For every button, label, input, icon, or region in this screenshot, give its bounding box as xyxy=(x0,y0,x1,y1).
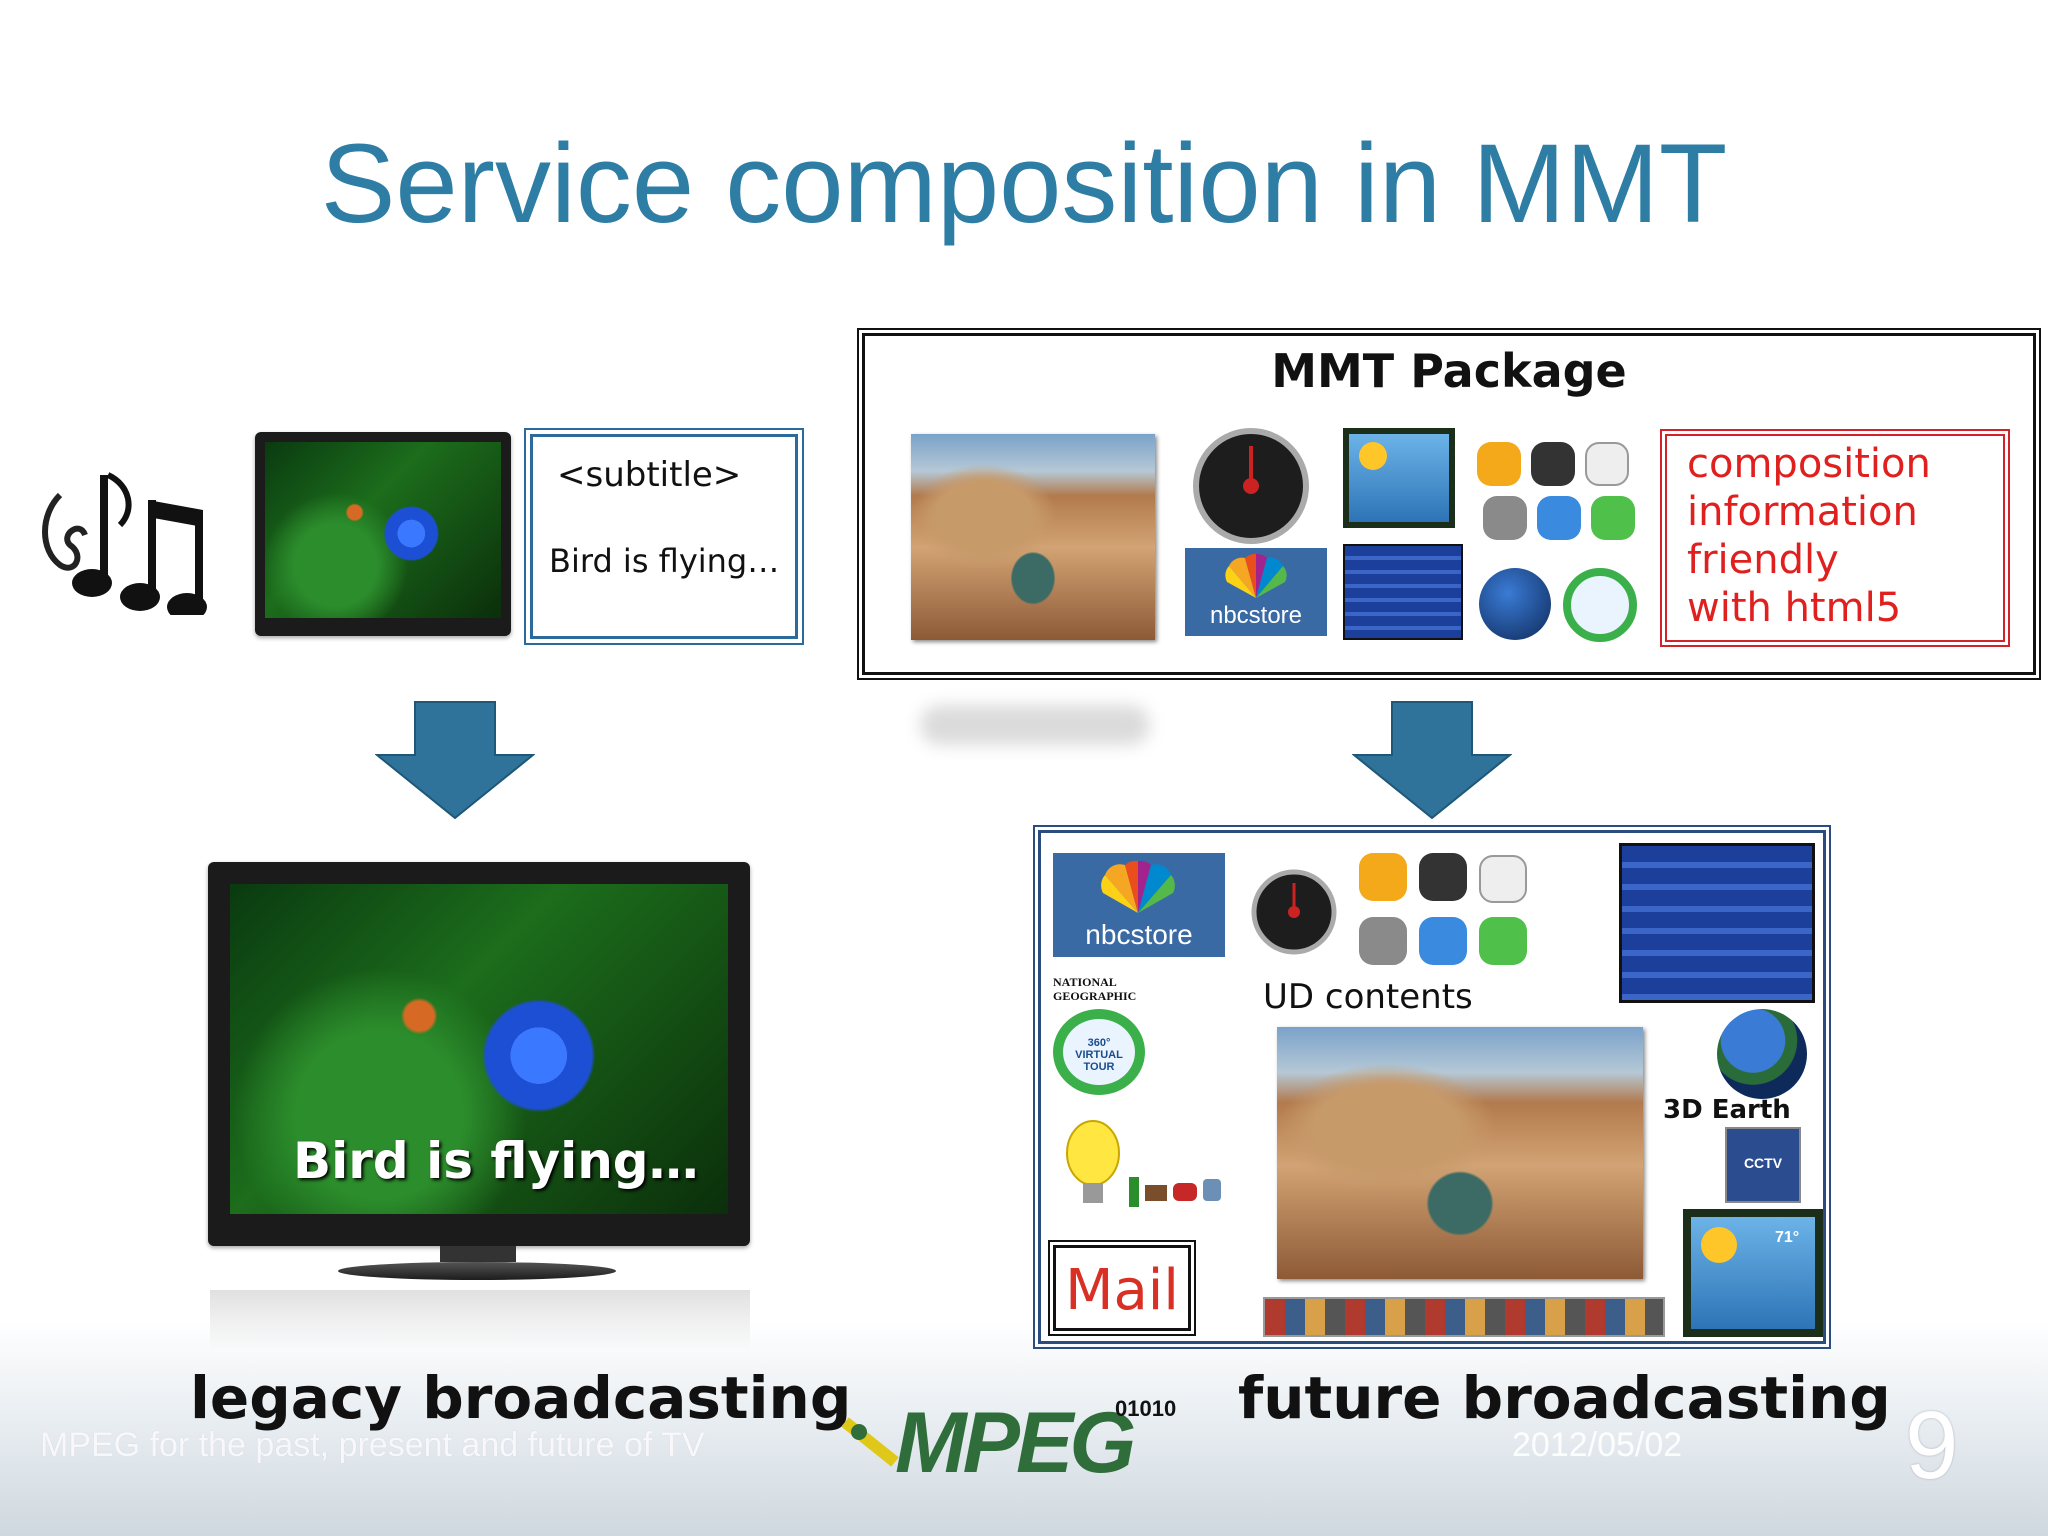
globe-icon xyxy=(1479,568,1551,640)
sun-icon xyxy=(1359,442,1387,470)
lock-icon xyxy=(1203,1179,1221,1201)
subtitle-text: Bird is flying… xyxy=(549,542,780,580)
subtitle-tag: <subtitle> xyxy=(557,455,742,495)
tv-reflection xyxy=(210,1290,750,1350)
gadget-3-icon xyxy=(1173,1183,1197,1201)
mail-text: Mail xyxy=(1065,1258,1179,1323)
footer-date: 2012/05/02 xyxy=(1512,1426,1683,1464)
lightbulb-icon xyxy=(1066,1120,1120,1203)
legacy-label: legacy broadcasting xyxy=(190,1364,852,1432)
3d-earth-icon xyxy=(1717,1009,1807,1099)
canyon-thumbnail xyxy=(911,434,1155,640)
page-number: 9 xyxy=(1905,1392,1959,1499)
tv-stand xyxy=(338,1262,616,1280)
composition-line-3: friendly xyxy=(1687,537,1839,583)
composition-info-box: composition information friendly with ht… xyxy=(1660,429,2010,647)
weather-temp: 71° xyxy=(1775,1229,1800,1246)
overlay-caption: Bird is flying… xyxy=(293,1132,699,1190)
future-tv-guide xyxy=(1619,843,1815,1003)
peacock-icon xyxy=(1225,553,1287,598)
clock-icon xyxy=(1531,442,1575,486)
composition-line-1: composition xyxy=(1687,441,1931,487)
ud-canyon-video xyxy=(1277,1027,1643,1279)
3d-earth-label: 3D Earth xyxy=(1663,1095,1791,1125)
footer-band xyxy=(0,1320,2048,1536)
source-video-tv xyxy=(255,432,511,636)
future-virtual-tour-icon: 360° VIRTUAL TOUR xyxy=(1053,1009,1145,1095)
future-messages-icon xyxy=(1479,917,1527,965)
future-weather-screen: 71° xyxy=(1691,1217,1815,1329)
mpeg-logo: MPEG 01010 xyxy=(835,1392,1195,1492)
future-clock-icon xyxy=(1419,853,1467,901)
natgeo-label: NATIONAL GEOGRAPHIC xyxy=(1053,975,1137,1003)
composition-line-2: information xyxy=(1687,489,1918,535)
composition-line-4: with html5 xyxy=(1687,585,1902,631)
settings-icon xyxy=(1483,496,1527,540)
future-nbcstore-logo: nbcstore xyxy=(1053,853,1225,957)
future-dashboard-gauge-icon xyxy=(1251,869,1337,955)
mmt-package-label: MMT Package xyxy=(1271,344,1627,398)
gadget-2-icon xyxy=(1145,1185,1167,1201)
down-arrow-left xyxy=(375,701,535,820)
future-sun-icon xyxy=(1701,1227,1737,1263)
mpeg-logo-text: MPEG xyxy=(895,1395,1136,1491)
mmt-package-box: MMT Package nbcstore comp xyxy=(857,328,2041,680)
calendar-icon xyxy=(1585,442,1629,486)
nbcstore-logo: nbcstore xyxy=(1185,548,1327,636)
weather-widget xyxy=(1343,428,1455,528)
future-ipod-icon xyxy=(1359,853,1407,901)
future-weather-widget: 71° xyxy=(1683,1209,1823,1337)
tour-label: 360° VIRTUAL TOUR xyxy=(1075,1037,1123,1073)
tv-neck xyxy=(440,1246,516,1262)
future-settings-icon xyxy=(1359,917,1407,965)
mpeg-logo-digits: 01010 xyxy=(1115,1396,1177,1421)
thumbnail-strip xyxy=(1263,1297,1665,1337)
cctv-icon: CCTV xyxy=(1725,1127,1801,1203)
legacy-tv: Bird is flying… xyxy=(208,862,750,1246)
video-frame xyxy=(265,442,501,618)
mail-icon[interactable]: Mail xyxy=(1048,1240,1196,1336)
future-nbcstore-text: nbcstore xyxy=(1085,919,1193,950)
legacy-video-frame xyxy=(230,884,728,1214)
future-peacock-icon xyxy=(1101,860,1175,913)
down-arrow-right xyxy=(1352,701,1512,820)
future-safari-icon xyxy=(1419,917,1467,965)
messages-icon xyxy=(1591,496,1635,540)
tv-guide-thumbnail xyxy=(1343,544,1463,640)
music-notes-icon xyxy=(42,472,207,615)
footer-left-text: MPEG for the past, present and future of… xyxy=(40,1426,705,1464)
subtitle-box: <subtitle> Bird is flying… xyxy=(524,428,804,645)
dashboard-gauge-icon xyxy=(1193,428,1309,544)
cctv-text: CCTV xyxy=(1743,1155,1783,1171)
nbcstore-text: nbcstore xyxy=(1209,602,1303,629)
shadow-blur xyxy=(920,705,1150,745)
music-note-logo-icon xyxy=(841,1417,899,1467)
slide-title: Service composition in MMT xyxy=(320,121,1728,246)
ud-contents-label: UD contents xyxy=(1263,977,1473,1017)
weather-screen xyxy=(1349,434,1449,522)
safari-icon xyxy=(1537,496,1581,540)
future-label: future broadcasting xyxy=(1238,1364,1891,1432)
ipod-icon xyxy=(1477,442,1521,486)
virtual-tour-icon xyxy=(1563,568,1637,642)
future-composite-box: nbcstore NATIONAL GEOGRAPHIC 360° VIRTUA… xyxy=(1033,825,1831,1349)
gadget-1-icon xyxy=(1129,1177,1139,1207)
future-calendar-icon xyxy=(1479,855,1527,903)
